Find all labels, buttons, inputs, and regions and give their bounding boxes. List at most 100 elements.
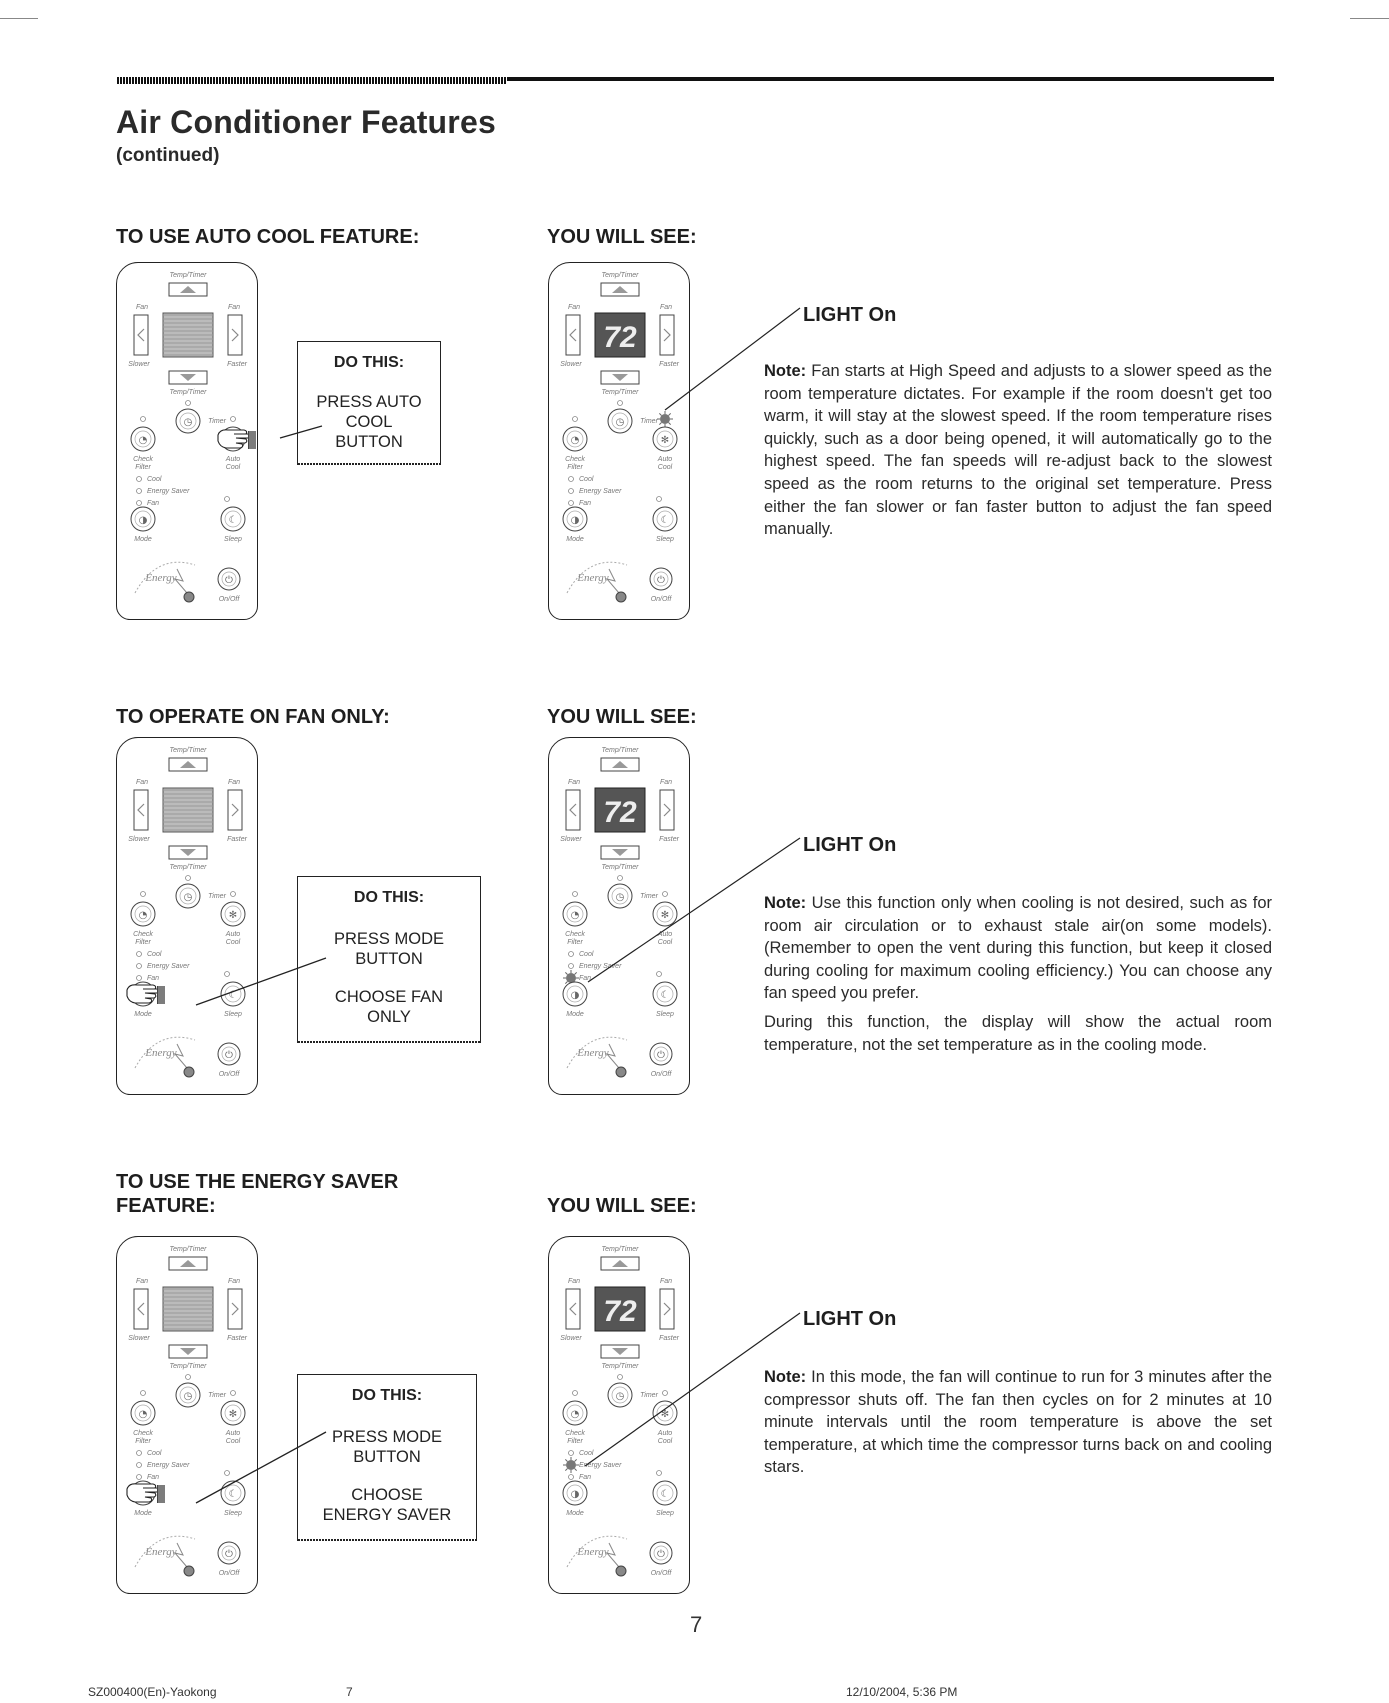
energy-logo-icon: Energy bbox=[144, 1546, 176, 1558]
do-this-line: BUTTON bbox=[355, 950, 423, 968]
label-slower: Slower bbox=[128, 836, 150, 843]
star-icon bbox=[173, 1043, 188, 1069]
label-temp-timer-2: Temp/Timer bbox=[169, 1363, 207, 1370]
label-temp-timer-2: Temp/Timer bbox=[169, 864, 207, 871]
energy-logo-icon: Energy bbox=[576, 1546, 608, 1558]
label-sleep: Sleep bbox=[224, 536, 242, 543]
fan-led bbox=[568, 500, 574, 506]
cool-led bbox=[136, 1450, 142, 1456]
note-auto-cool: Note: Fan starts at High Speed and adjus… bbox=[764, 360, 1272, 547]
fan-led bbox=[136, 500, 142, 506]
label-mode-cool: Cool bbox=[147, 951, 162, 958]
svg-text:◑: ◑ bbox=[139, 515, 148, 526]
chevron-left-icon bbox=[137, 803, 145, 817]
label-timer: Timer bbox=[640, 418, 658, 425]
up-arrow-icon bbox=[180, 1260, 196, 1267]
light-on-label-energy-saver: LIGHT On bbox=[803, 1308, 897, 1330]
do-this-line: PRESS MODE bbox=[333, 930, 445, 948]
label-faster: Faster bbox=[227, 1335, 248, 1342]
up-arrow-icon bbox=[180, 761, 196, 768]
do-this-box-energy-saver: DO THIS: PRESS MODE BUTTON CHOOSE ENERGY… bbox=[297, 1374, 477, 1541]
svg-text:⏻: ⏻ bbox=[657, 575, 665, 586]
timer-led bbox=[617, 875, 623, 881]
label-fan-left: Fan bbox=[136, 304, 148, 311]
label-mode-cool: Cool bbox=[147, 1450, 162, 1457]
label-filter: Filter bbox=[567, 464, 583, 471]
mode-button bbox=[562, 1480, 588, 1506]
label-check: Check bbox=[133, 931, 153, 938]
auto-cool-button bbox=[220, 1400, 246, 1426]
check-filter-led bbox=[140, 891, 146, 897]
crop-mark-right bbox=[1350, 18, 1389, 19]
svg-text:◷: ◷ bbox=[616, 892, 625, 903]
energy-saver-led bbox=[136, 488, 142, 494]
do-this-line: ENERGY SAVER bbox=[322, 1506, 452, 1524]
svg-text:◷: ◷ bbox=[184, 1391, 193, 1402]
footer-middle: 7 bbox=[346, 1685, 353, 1699]
mode-button bbox=[562, 981, 588, 1007]
label-temp-timer: Temp/Timer bbox=[169, 747, 207, 754]
label-mode-fan: Fan bbox=[147, 975, 159, 982]
timer-led bbox=[617, 400, 623, 406]
section-3-heading-line1: TO USE THE ENERGY SAVER bbox=[116, 1171, 399, 1193]
header-rule-hatch bbox=[117, 77, 507, 84]
check-filter-led bbox=[572, 416, 578, 422]
label-mode-energy-saver: Energy Saver bbox=[579, 963, 622, 970]
label-fan-left: Fan bbox=[136, 779, 148, 786]
energy-saver-led bbox=[568, 963, 574, 969]
note-text: In this mode, the fan will continue to r… bbox=[764, 1368, 1272, 1477]
header-rule bbox=[117, 77, 1274, 81]
check-filter-button bbox=[130, 1400, 156, 1426]
label-mode-fan: Fan bbox=[579, 1474, 591, 1481]
do-this-line: CHOOSE FAN bbox=[334, 988, 444, 1006]
page-number: 7 bbox=[690, 1612, 703, 1637]
label-mode-cool: Cool bbox=[579, 1450, 594, 1457]
label-cool: Cool bbox=[226, 1438, 241, 1445]
label-temp-timer-2: Temp/Timer bbox=[601, 389, 639, 396]
chevron-left-icon bbox=[569, 803, 577, 817]
crop-mark-left bbox=[0, 18, 38, 19]
footer-left: SZ000400(En)-Yaokong bbox=[88, 1685, 217, 1699]
label-filter: Filter bbox=[567, 939, 583, 946]
label-mode: Mode bbox=[134, 536, 152, 543]
label-cool: Cool bbox=[226, 939, 241, 946]
label-fan-left: Fan bbox=[136, 1278, 148, 1285]
do-this-line: PRESS MODE bbox=[331, 1428, 443, 1446]
temperature-display bbox=[594, 787, 646, 833]
label-slower: Slower bbox=[128, 361, 150, 368]
label-slower: Slower bbox=[560, 1335, 582, 1342]
power-button bbox=[217, 567, 241, 591]
label-check: Check bbox=[133, 1430, 153, 1437]
label-faster: Faster bbox=[227, 836, 248, 843]
pointing-hand-icon bbox=[217, 429, 257, 449]
label-filter: Filter bbox=[567, 1438, 583, 1445]
label-slower: Slower bbox=[560, 836, 582, 843]
auto-cool-led bbox=[662, 891, 668, 897]
sleep-led bbox=[224, 971, 230, 977]
label-fan-right: Fan bbox=[660, 779, 672, 786]
timer-led bbox=[617, 1374, 623, 1380]
svg-text:☾: ☾ bbox=[661, 990, 670, 1001]
label-mode: Mode bbox=[134, 1510, 152, 1517]
do-this-line: COOL bbox=[345, 413, 393, 431]
display-reading: 72 bbox=[603, 1295, 637, 1328]
fan-slower-button bbox=[565, 789, 581, 831]
do-this-line: CHOOSE bbox=[351, 1486, 423, 1504]
label-temp-timer: Temp/Timer bbox=[601, 272, 639, 279]
energy-logo-arc bbox=[566, 1535, 628, 1568]
label-faster: Faster bbox=[659, 1335, 680, 1342]
label-slower: Slower bbox=[128, 1335, 150, 1342]
power-indicator-icon bbox=[615, 1066, 627, 1078]
svg-text:◔: ◔ bbox=[571, 435, 580, 446]
svg-text:⏻: ⏻ bbox=[225, 575, 233, 586]
label-timer: Timer bbox=[208, 1392, 226, 1399]
power-button bbox=[217, 1042, 241, 1066]
label-mode-energy-saver: Energy Saver bbox=[147, 963, 190, 970]
page-title: Air Conditioner Features bbox=[116, 104, 496, 140]
mode-button bbox=[562, 506, 588, 532]
power-button bbox=[649, 1042, 673, 1066]
sleep-button bbox=[652, 506, 678, 532]
check-filter-led bbox=[140, 1390, 146, 1396]
svg-text:◑: ◑ bbox=[571, 515, 580, 526]
